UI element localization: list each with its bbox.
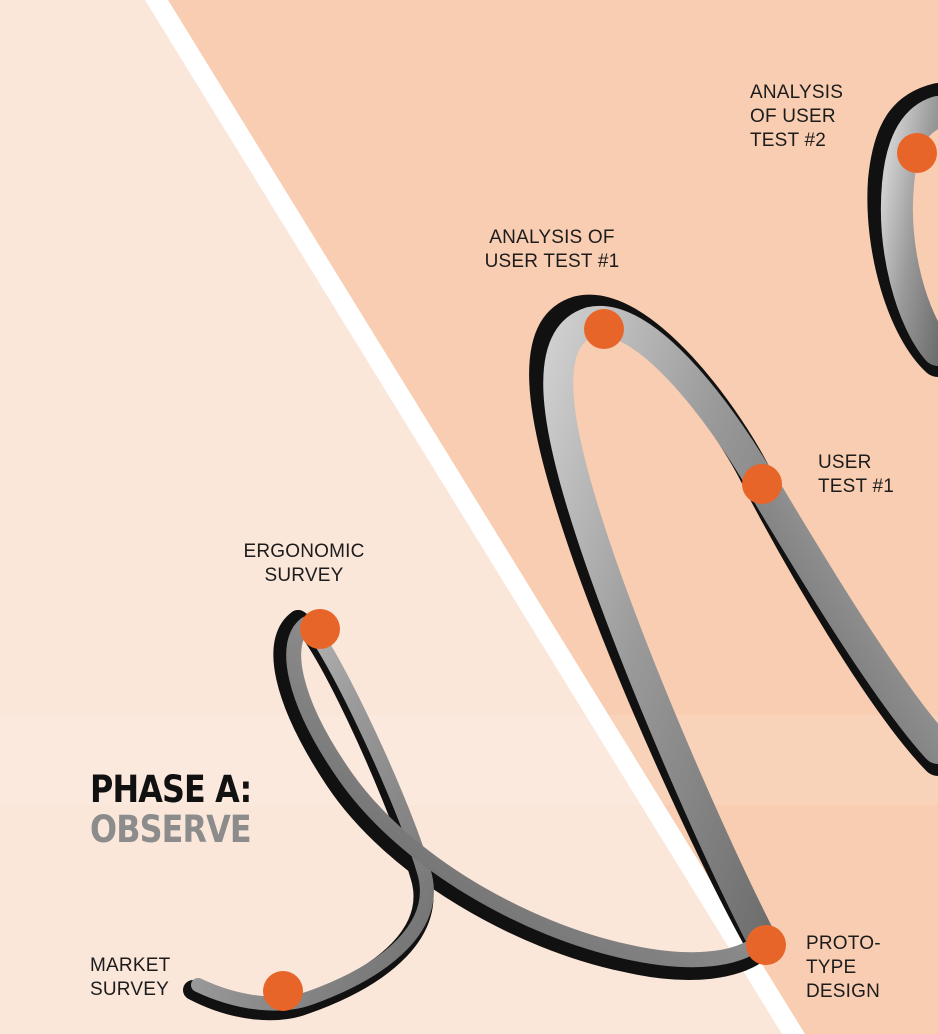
background-band — [0, 715, 938, 805]
phase-subtitle: OBSERVE — [90, 808, 252, 851]
marker-ergonomic-survey — [300, 609, 340, 649]
background-peach — [160, 0, 938, 1034]
marker-prototype-design — [746, 925, 786, 965]
label-ergonomic-survey: ERGONOMIC SURVEY — [243, 541, 365, 586]
label-market-survey: MARKET SURVEY — [90, 955, 171, 1000]
label-analysis-user-test-1: ANALYSIS OF USER TEST #1 — [484, 227, 620, 272]
divider-line — [145, 0, 805, 1034]
marker-user-test-1 — [742, 464, 782, 504]
marker-market-survey — [263, 971, 303, 1011]
label-analysis-user-test-2: ANALYSIS OF USER TEST #2 — [750, 82, 844, 151]
phase-title: PHASE A: — [90, 768, 252, 811]
label-prototype-design: PROTO- TYPE DESIGN — [806, 933, 881, 1002]
label-user-test-1: USER TEST #1 — [818, 452, 895, 497]
marker-analysis-user-test-1 — [584, 309, 624, 349]
marker-analysis-user-test-2 — [897, 133, 937, 173]
